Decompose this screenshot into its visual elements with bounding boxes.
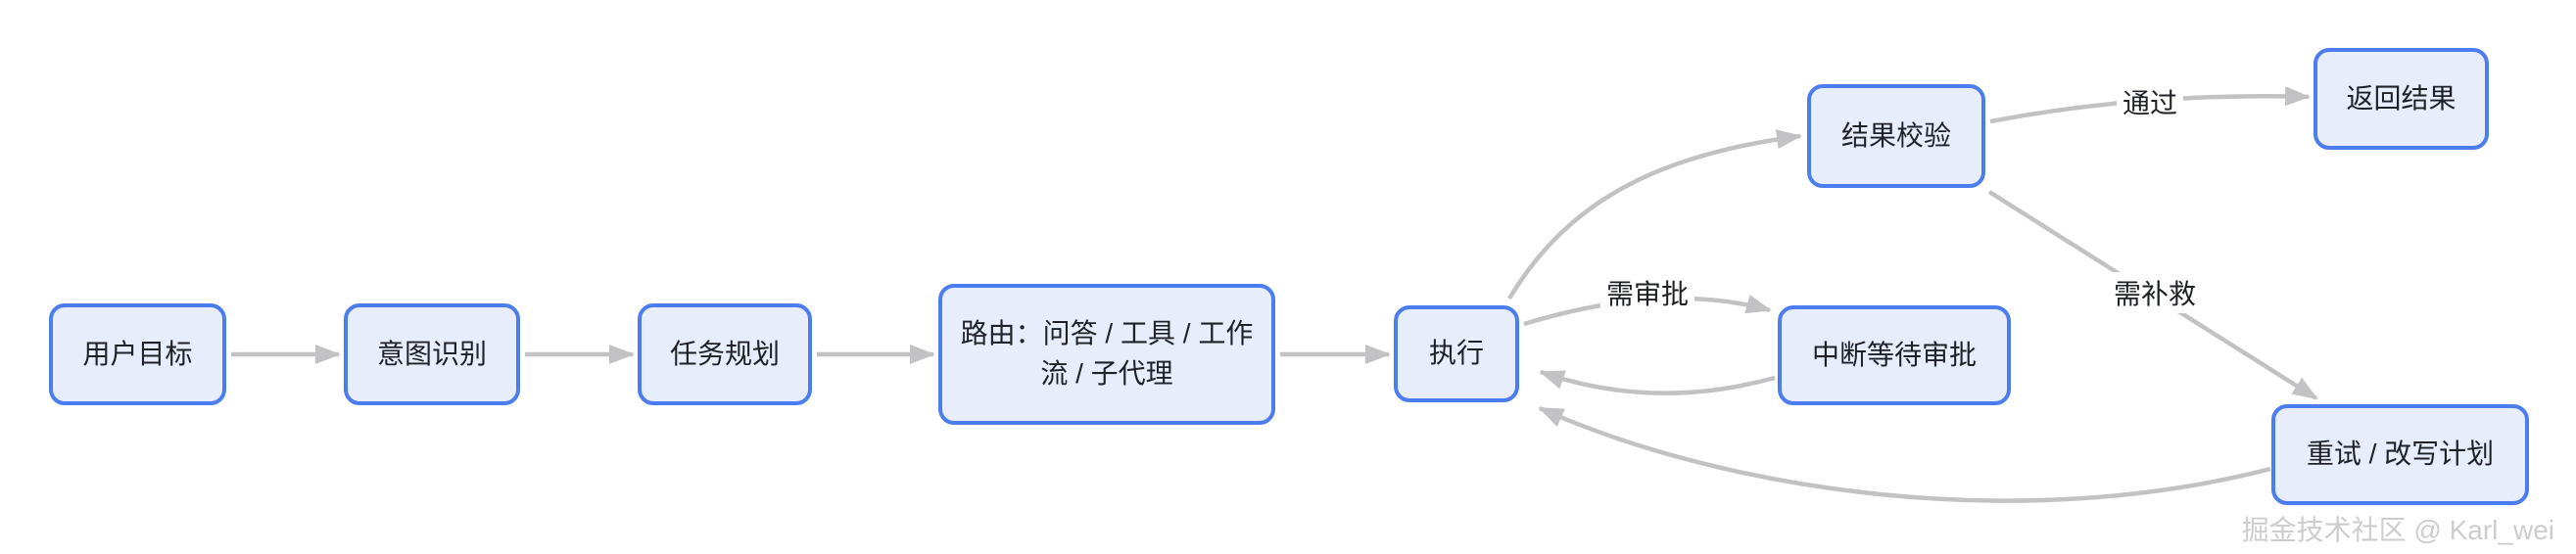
node-execute: 执行	[1394, 305, 1519, 402]
node-result-validation: 结果校验	[1807, 84, 1985, 188]
node-user-goal: 用户目标	[49, 303, 226, 405]
edge-interrupt-wait-to-execute	[1539, 369, 1776, 395]
edge-label-needs-remediation: 需补救	[2107, 272, 2203, 313]
edge-label-needs-approval: 需审批	[1599, 272, 1695, 313]
node-return-result: 返回结果	[2314, 48, 2489, 150]
edge-label-pass: 通过	[2116, 81, 2184, 122]
node-intent-recognition: 意图识别	[344, 303, 520, 405]
node-task-planning: 任务规划	[638, 303, 812, 405]
node-interrupt-wait-approval: 中断等待审批	[1778, 305, 2011, 405]
edge-retry-rewrite-to-execute	[1538, 405, 2271, 503]
watermark: 掘金技术社区 @ Karl_wei	[2241, 515, 2554, 545]
node-router: 路由：问答 / 工具 / 工作流 / 子代理	[938, 284, 1275, 425]
edge-execute-to-result-validation	[1507, 129, 1802, 300]
node-retry-rewrite-plan: 重试 / 改写计划	[2271, 404, 2529, 505]
